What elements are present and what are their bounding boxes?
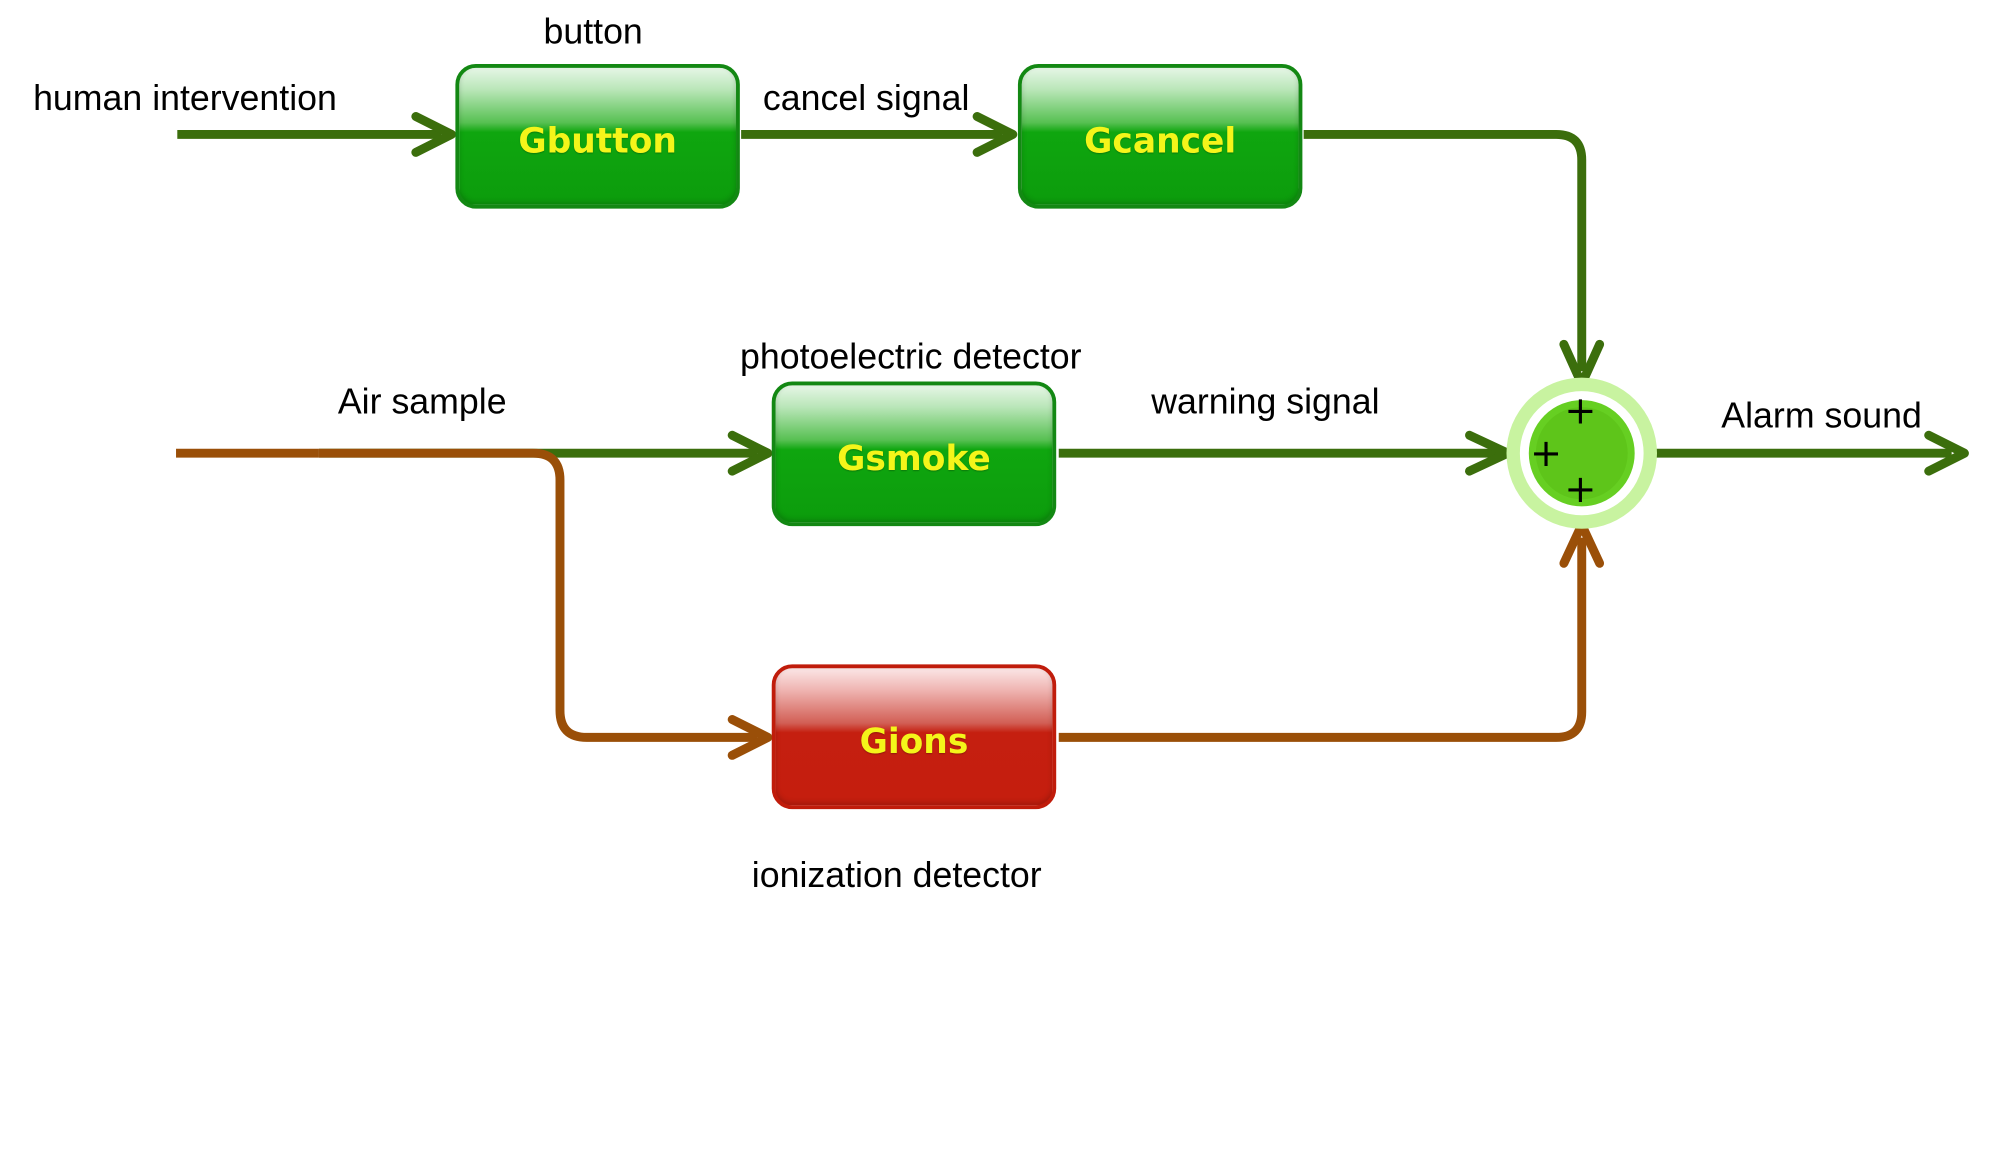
sum-sign-top: + [1564, 389, 1597, 434]
gions-label: Gions [859, 722, 969, 762]
gsmoke-label: Gsmoke [837, 439, 991, 479]
arrowhead-into-gcancel [972, 112, 1018, 157]
label-warning-signal: warning signal [1151, 381, 1380, 422]
label-cancel-signal: cancel signal [762, 78, 970, 118]
gcancel-block[interactable]: Gcancel [1017, 64, 1303, 209]
label-alarm-sound: Alarm sound [1721, 395, 1922, 436]
wire-gions-to-sum [1058, 537, 1587, 742]
diagram-wires [176, 112, 1969, 760]
label-human-intervention: human intervention [33, 78, 337, 118]
label-ionization-detector: ionization detector [751, 855, 1042, 895]
label-button: button [543, 11, 643, 52]
arrowhead-into-gbutton [411, 112, 457, 157]
gbutton-label: Gbutton [518, 121, 677, 162]
arrowhead-alarm-out [1924, 430, 1969, 476]
arrowhead-into-gions [727, 714, 773, 760]
gbutton-block[interactable]: Gbutton [455, 64, 740, 209]
gions-block[interactable]: Gions [771, 664, 1057, 810]
gcancel-label: Gcancel [1084, 121, 1237, 162]
label-photoelectric-detector: photoelectric detector [740, 336, 1082, 377]
sum-sign-left: + [1529, 431, 1563, 477]
sum-sign-bottom: + [1564, 467, 1597, 513]
wire-air-to-gions [318, 448, 758, 742]
wire-gcancel-to-sum [1303, 129, 1587, 372]
gsmoke-block[interactable]: Gsmoke [771, 381, 1057, 527]
summing-junction [1506, 377, 1658, 529]
label-air-sample: Air sample [337, 381, 507, 422]
arrowhead-into-gsmoke [727, 430, 773, 476]
